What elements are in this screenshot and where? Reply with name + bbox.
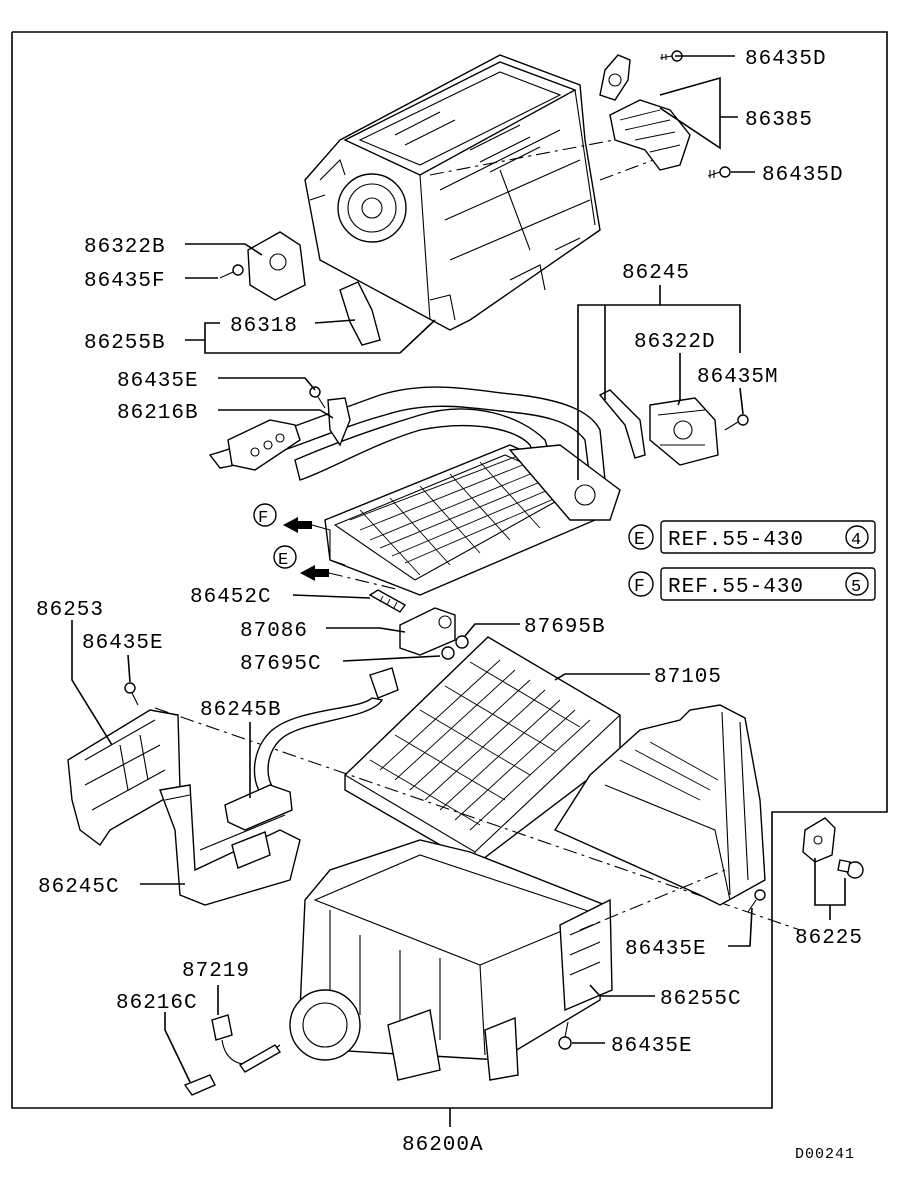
- screw-86435E-b: [124, 682, 139, 706]
- part-86385: [599, 54, 691, 171]
- label-86216C: 86216C: [116, 992, 198, 1015]
- part-86216B: [227, 397, 351, 471]
- label-87105: 87105: [654, 666, 722, 689]
- arrow-f-letter: F: [258, 509, 269, 528]
- svg-text:F: F: [634, 577, 646, 597]
- svg-text:E: E: [634, 530, 646, 550]
- part-86225: [802, 817, 864, 879]
- label-86435E-d: 86435E: [611, 1035, 693, 1058]
- label-86435E-c: 86435E: [625, 938, 707, 961]
- screw-86435M: [724, 414, 749, 431]
- orings-87695: [441, 635, 469, 660]
- label-86322B: 86322B: [84, 236, 166, 259]
- part-86318: [339, 281, 381, 346]
- bolt-86452C: [368, 589, 407, 613]
- label-86452C: 86452C: [190, 586, 272, 609]
- arrow-F: F: [253, 503, 346, 566]
- screw-86435D-bottom: [707, 166, 731, 178]
- label-86245: 86245: [622, 262, 690, 285]
- screw-86435E-a: [309, 386, 326, 409]
- svg-text:REF.55-430: REF.55-430: [668, 529, 804, 552]
- label-86225: 86225: [795, 927, 863, 950]
- label-87086: 87086: [240, 620, 308, 643]
- ref-box-F: F REF.55-430 5: [628, 567, 876, 601]
- label-86435F: 86435F: [84, 270, 166, 293]
- harness-86245B: [224, 667, 399, 831]
- label-87695B: 87695B: [524, 616, 606, 639]
- screw-86435E-c: [747, 889, 766, 913]
- svg-text:REF.55-430: REF.55-430: [668, 576, 804, 599]
- label-86253: 86253: [36, 599, 104, 622]
- label-86200A: 86200A: [402, 1134, 484, 1157]
- label-86322D: 86322D: [634, 331, 716, 354]
- label-86216B: 86216B: [117, 402, 199, 425]
- bracket-86253: [67, 709, 181, 847]
- upper-housing: [304, 54, 601, 331]
- screw-86435E-d: [558, 1021, 572, 1050]
- heater-core: [208, 386, 621, 596]
- label-86245B: 86245B: [200, 699, 282, 722]
- bracket-86245C: [159, 784, 301, 906]
- label-86255B: 86255B: [84, 332, 166, 355]
- valve-87086: [399, 607, 456, 656]
- arrow-E: E: [273, 545, 401, 591]
- label-86435E-a: 86435E: [117, 370, 199, 393]
- label-86435E-b: 86435E: [82, 632, 164, 655]
- diagram-id: D00241: [795, 1146, 855, 1163]
- svg-text:4: 4: [851, 531, 862, 550]
- arrow-e-letter: E: [278, 551, 289, 570]
- label-86435M: 86435M: [697, 366, 779, 389]
- sensor-87219: [211, 1014, 282, 1073]
- ref-box-E: E REF.55-430 4: [628, 520, 876, 554]
- label-87695C: 87695C: [240, 653, 322, 676]
- screw-86435F: [219, 264, 244, 279]
- label-86245C: 86245C: [38, 876, 120, 899]
- filter-87105: [344, 636, 621, 866]
- part-86216C: [183, 1074, 216, 1096]
- label-86255C: 86255C: [660, 988, 742, 1011]
- label-86435D-bottom: 86435D: [762, 164, 844, 187]
- leader: [659, 76, 721, 150]
- duct-right: [553, 704, 766, 906]
- part-86322B: [247, 231, 306, 301]
- svg-text:5: 5: [851, 578, 862, 597]
- label-86318: 86318: [230, 315, 298, 338]
- label-86435D-top: 86435D: [745, 48, 827, 71]
- assembly-frame: [11, 31, 888, 1109]
- label-86385: 86385: [745, 109, 813, 132]
- part-86322D: [598, 389, 719, 466]
- label-87219: 87219: [182, 960, 250, 983]
- lower-case: [289, 839, 613, 1081]
